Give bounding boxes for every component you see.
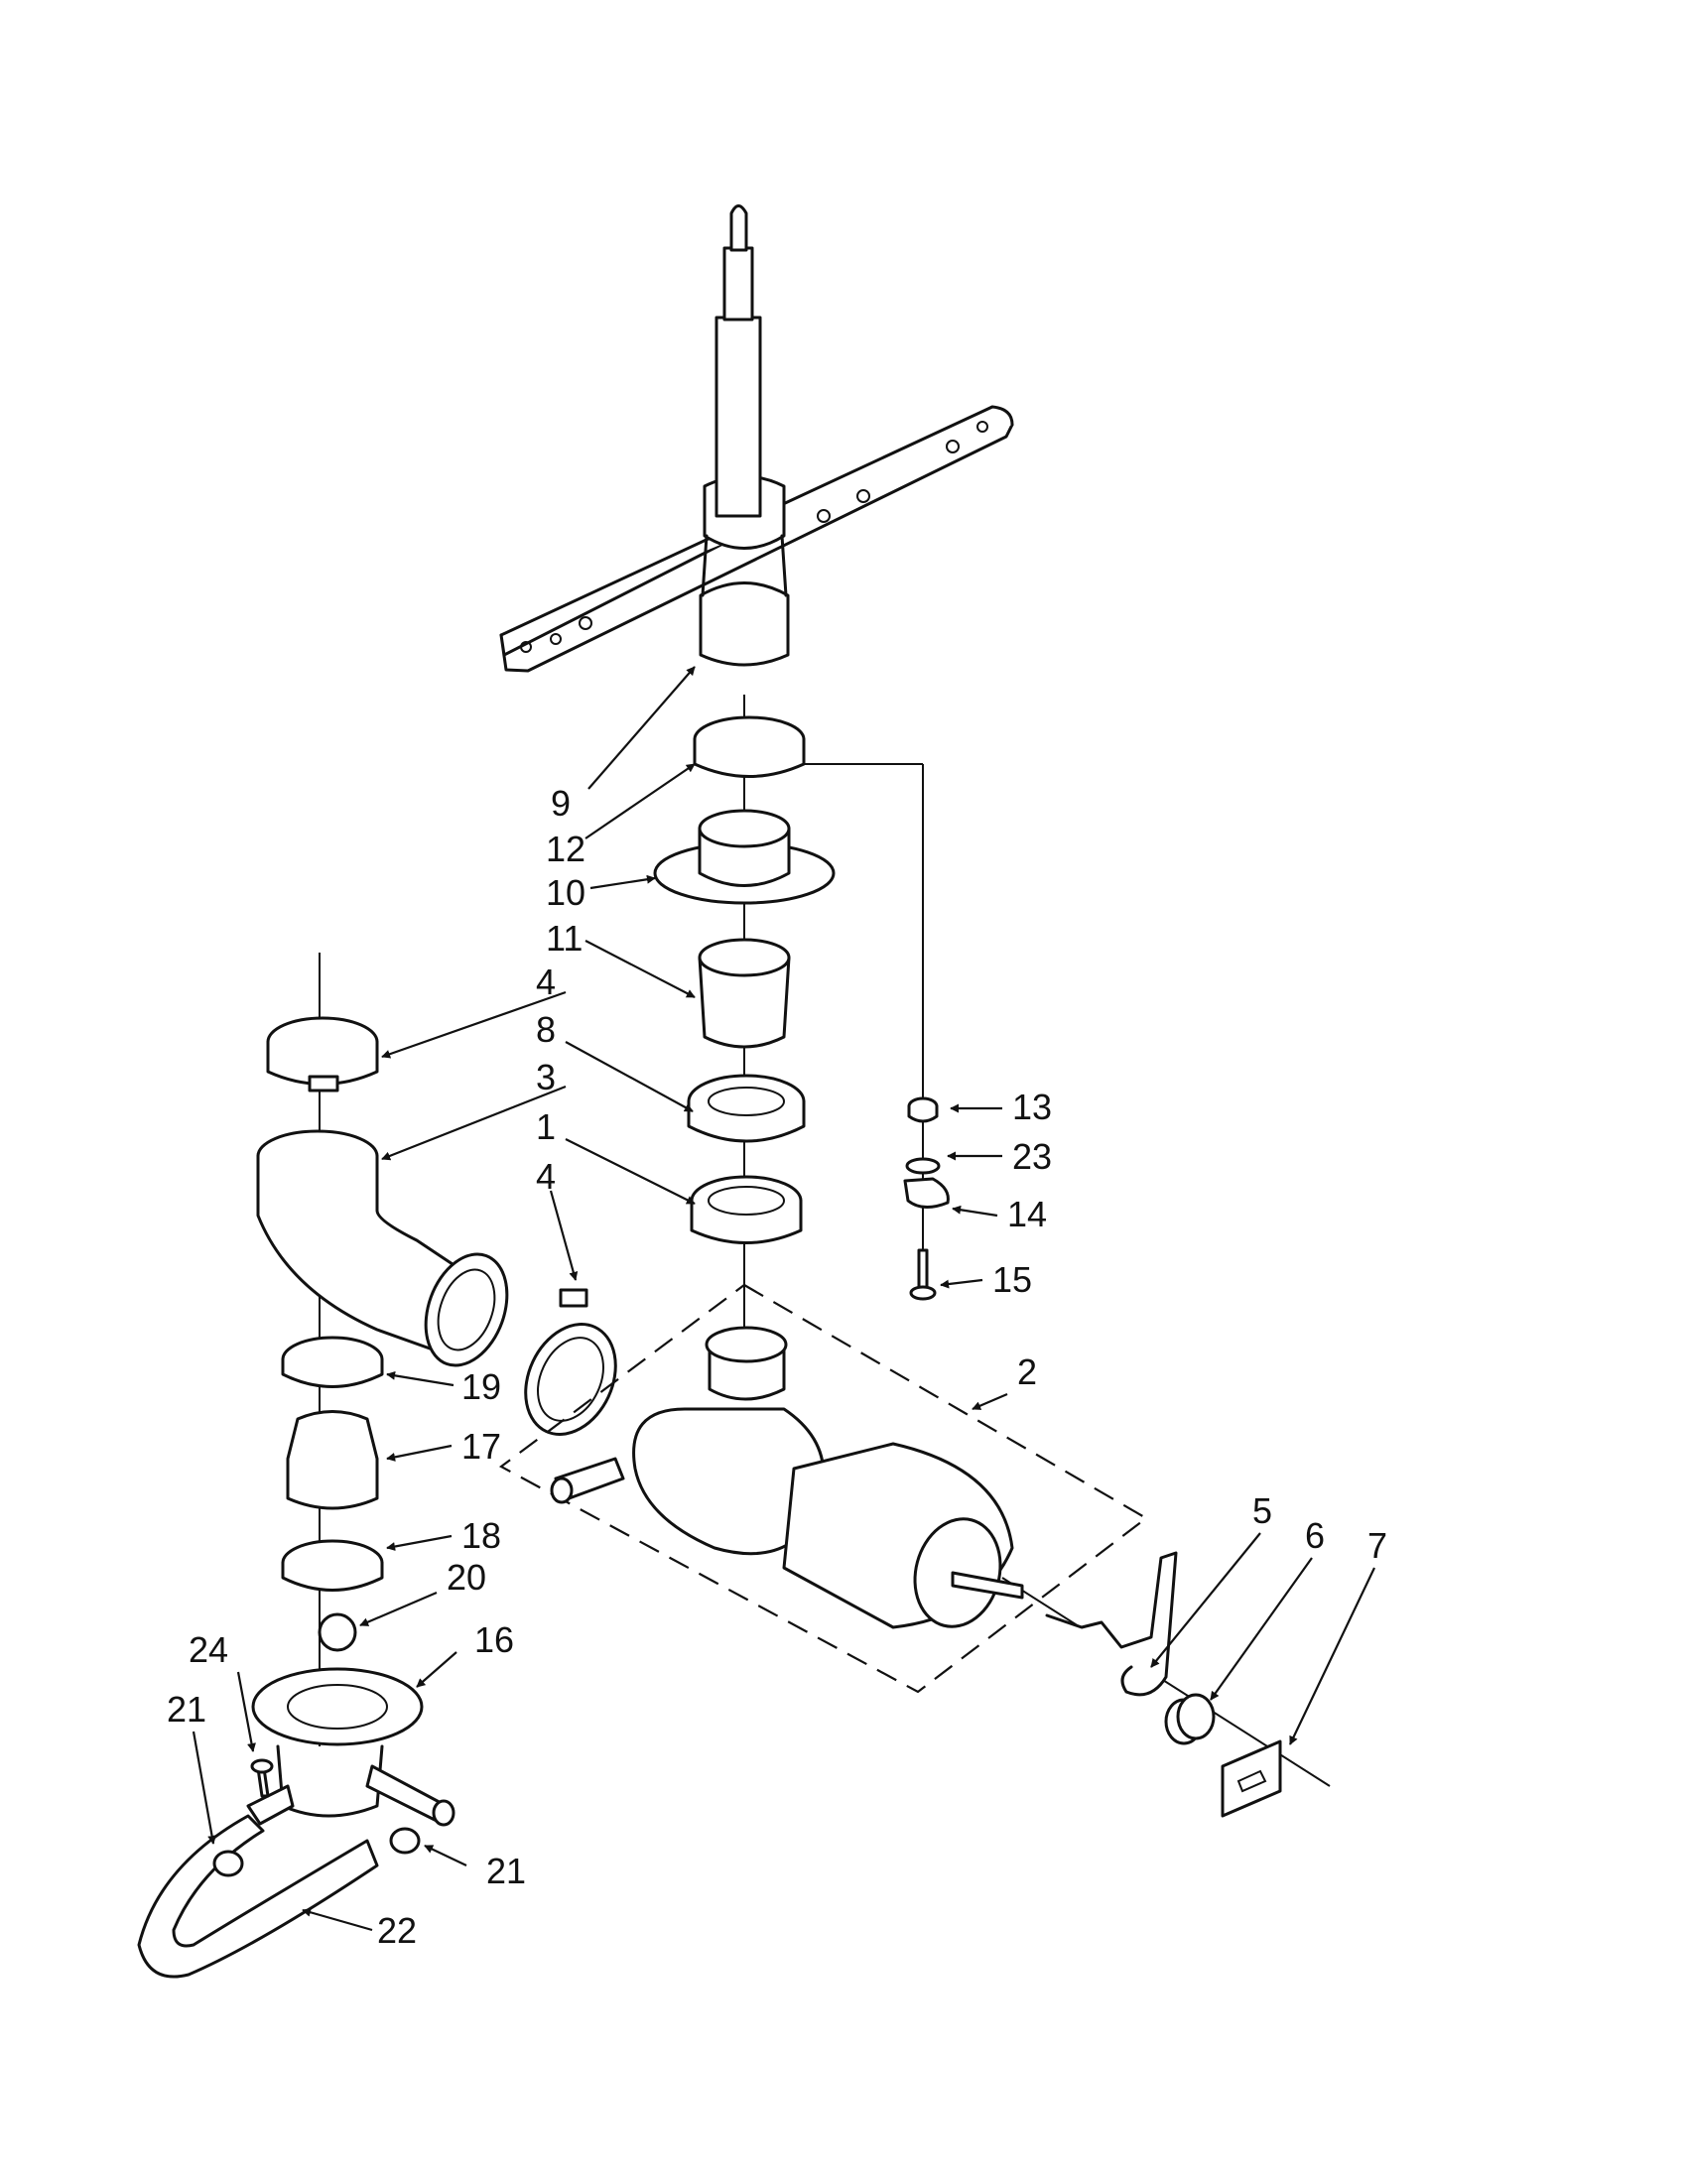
hose-clamp-lower <box>524 1288 617 1436</box>
callout-labels: 9 12 10 11 4 8 3 1 4 13 23 14 15 2 19 17… <box>167 783 1387 1951</box>
callout-19: 19 <box>461 1366 501 1407</box>
callout-15: 15 <box>992 1259 1032 1300</box>
callout-2: 2 <box>1017 1351 1037 1392</box>
small-hardware <box>903 1096 950 1301</box>
retaining-ring <box>693 715 806 778</box>
callout-22: 22 <box>377 1910 417 1951</box>
callout-9: 9 <box>551 783 571 824</box>
seal-ring <box>687 1074 806 1143</box>
callout-11: 11 <box>546 918 583 959</box>
callout-18: 18 <box>461 1515 501 1556</box>
inlet-housing <box>246 1667 455 1827</box>
grommet <box>690 1175 803 1244</box>
hose-clips <box>212 1758 421 1877</box>
spray-arm-assembly <box>499 204 1014 673</box>
hub-with-flange <box>653 809 836 905</box>
callout-17: 17 <box>461 1426 501 1467</box>
pump-motor-assembly <box>498 1283 1148 1694</box>
callout-16: 16 <box>474 1619 514 1660</box>
spring-bushing-bracket <box>1045 1551 1282 1818</box>
callout-8: 8 <box>536 1009 556 1050</box>
callout-10: 10 <box>546 872 585 913</box>
leader-lines <box>192 666 1375 1932</box>
callout-21: 21 <box>486 1851 526 1891</box>
callout-5: 5 <box>1252 1490 1272 1531</box>
callout-3: 3 <box>536 1057 556 1097</box>
callout-21: 21 <box>167 1689 206 1730</box>
elbow-hose <box>256 1129 509 1367</box>
callout-12: 12 <box>546 829 585 869</box>
drain-hose <box>137 1814 379 1979</box>
callout-7: 7 <box>1367 1525 1387 1566</box>
callout-4: 4 <box>536 962 556 1002</box>
callout-23: 23 <box>1012 1136 1052 1177</box>
cup <box>698 938 791 1049</box>
hose-clamp-upper <box>266 1016 379 1092</box>
callout-6: 6 <box>1305 1515 1325 1556</box>
callout-13: 13 <box>1012 1087 1052 1127</box>
callout-4: 4 <box>536 1156 556 1197</box>
check-valve-stack <box>281 1336 384 1652</box>
callout-1: 1 <box>536 1106 556 1147</box>
callout-24: 24 <box>189 1629 228 1670</box>
callout-20: 20 <box>447 1557 486 1598</box>
callout-14: 14 <box>1007 1194 1047 1234</box>
